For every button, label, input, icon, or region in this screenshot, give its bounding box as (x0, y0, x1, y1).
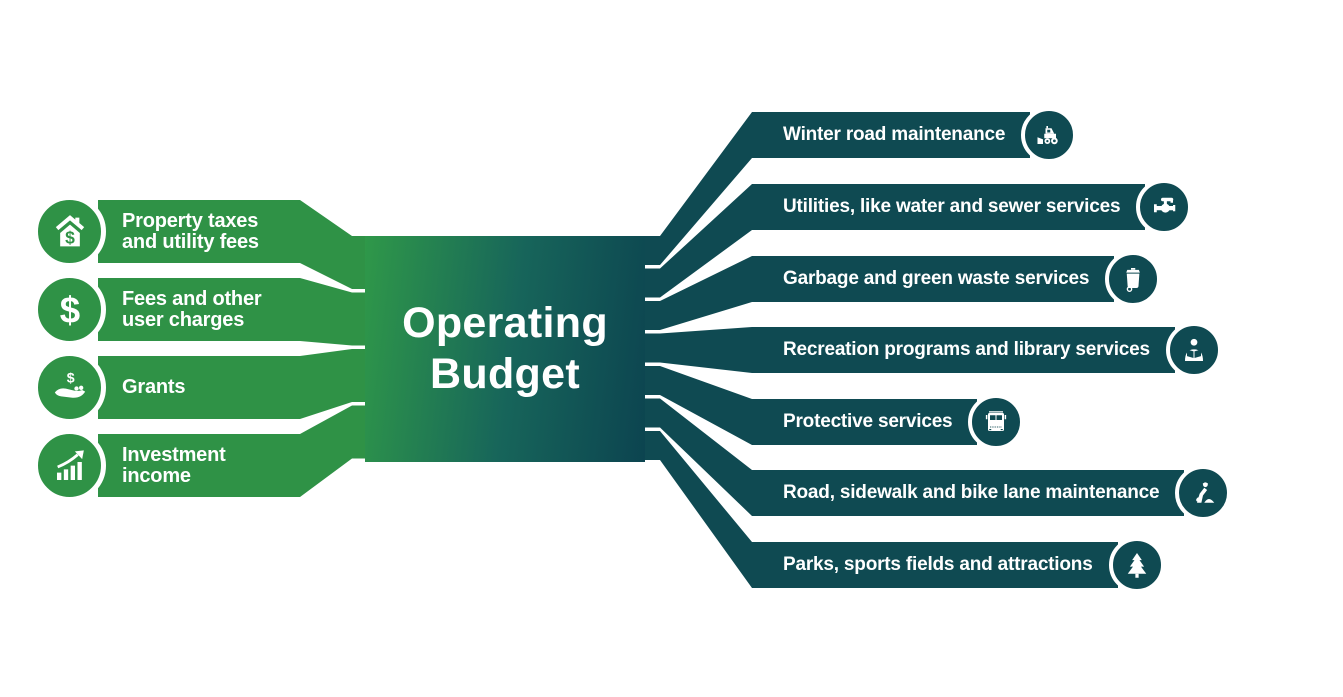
output-label: Recreation programs and library services (783, 339, 1150, 360)
output-item-parks: Parks, sports fields and attractions (769, 537, 1165, 593)
input-label-line1: Grants (122, 376, 186, 398)
input-item-property-taxes: $ Property taxes and utility fees (33, 195, 280, 268)
input-item-investment: Investment income (33, 429, 280, 502)
svg-text:$: $ (59, 290, 79, 330)
output-connector (640, 327, 770, 373)
output-connector (640, 184, 770, 298)
input-label-line2: and utility fees (122, 230, 259, 253)
input-label-line1: Investment (122, 443, 226, 466)
house-dollar-icon: $ (33, 195, 106, 268)
output-item-road-maintenance: Road, sidewalk and bike lane maintenance (769, 465, 1232, 521)
pine-tree-icon (1108, 537, 1165, 593)
input-label-line2: income (122, 464, 191, 487)
output-item-recreation: Recreation programs and library services (769, 322, 1222, 378)
input-item-grants: $ Grants (33, 351, 280, 424)
svg-text:$: $ (66, 370, 74, 386)
dollar-sign-icon: $ (33, 273, 106, 346)
output-bar: Protective services (769, 399, 978, 445)
input-label-line1: Fees and other (122, 287, 262, 310)
output-connector (640, 366, 770, 445)
output-item-winter-road: Winter road maintenance (769, 107, 1078, 163)
input-label-line2: user charges (122, 308, 245, 331)
input-bar: Grants (98, 356, 280, 419)
output-bar: Parks, sports fields and attractions (769, 542, 1118, 588)
input-connector (277, 278, 370, 346)
budget-title-line2: Budget (430, 350, 580, 398)
output-connector (640, 431, 770, 588)
output-label: Winter road maintenance (783, 124, 1006, 145)
output-item-garbage: Garbage and green waste services (769, 251, 1162, 307)
growth-chart-icon (33, 429, 106, 502)
output-bar: Winter road maintenance (769, 112, 1031, 158)
output-item-utilities: Utilities, like water and sewer services (769, 179, 1193, 235)
output-connector (640, 256, 770, 330)
output-bar: Utilities, like water and sewer services (769, 184, 1146, 230)
garbage-bin-icon (1105, 251, 1162, 307)
output-bar: Road, sidewalk and bike lane maintenance (769, 470, 1185, 516)
input-bar: Investment income (98, 434, 280, 497)
person-reading-icon (1165, 322, 1222, 378)
input-bar: Property taxes and utility fees (98, 200, 280, 263)
output-bar: Garbage and green waste services (769, 256, 1115, 302)
output-item-protective: Protective services (769, 394, 1025, 450)
input-connector (277, 405, 370, 497)
output-label: Parks, sports fields and attractions (783, 554, 1093, 575)
output-label: Garbage and green waste services (783, 268, 1090, 289)
input-item-fees: $ Fees and other user charges (33, 273, 280, 346)
output-label: Utilities, like water and sewer services (783, 196, 1121, 217)
svg-text:$: $ (65, 227, 75, 247)
input-bar: Fees and other user charges (98, 278, 280, 341)
output-connector (640, 112, 770, 265)
snowplow-icon (1021, 107, 1078, 163)
hand-coins-icon: $ (33, 351, 106, 424)
output-bar: Recreation programs and library services (769, 327, 1175, 373)
fire-truck-icon (968, 394, 1025, 450)
water-valve-icon (1136, 179, 1193, 235)
input-connector (277, 200, 370, 289)
output-connector (640, 398, 770, 516)
budget-title-line1: Operating (402, 299, 608, 348)
input-connector (277, 349, 370, 419)
output-label: Protective services (783, 411, 953, 432)
output-label: Road, sidewalk and bike lane maintenance (783, 482, 1160, 503)
construction-worker-icon (1175, 465, 1232, 521)
operating-budget-box: Operating Budget (365, 236, 645, 462)
input-label-line1: Property taxes (122, 209, 259, 232)
